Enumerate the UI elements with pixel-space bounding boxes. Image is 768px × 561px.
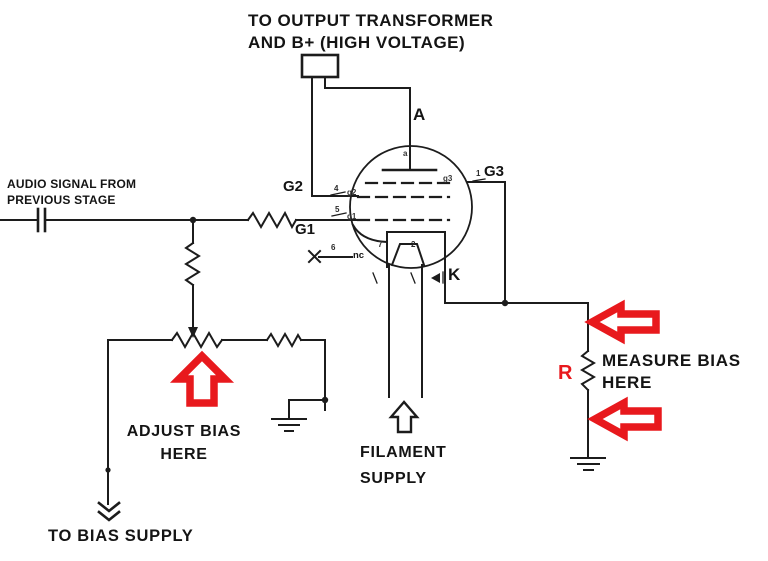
- grid-leak-resistor-symbol: [184, 219, 201, 328]
- pin-number-nc: 6: [331, 243, 336, 252]
- nc-pin: [307, 249, 353, 264]
- measure-bias-line2: HERE: [602, 373, 653, 392]
- measure-bias-label: MEASURE BIAS HERE: [602, 350, 741, 394]
- anode-feed-wire: [324, 76, 411, 171]
- header-label: TO OUTPUT TRANSFORMER AND B+ (HIGH VOLTA…: [248, 10, 493, 54]
- suppressor-grid-label: G3: [484, 163, 505, 180]
- filament-line1: FILAMENT: [360, 444, 447, 461]
- pin-number-g2: 4: [334, 184, 339, 193]
- cathode-pin-tick: [431, 273, 440, 283]
- inner-g1-label: g1: [347, 212, 357, 221]
- ground-symbol-left: [271, 399, 326, 432]
- control-grid-label: G1: [295, 221, 316, 238]
- red-up-arrow-icon: [169, 350, 235, 407]
- junction-dot: [189, 216, 197, 224]
- filament-supply-label: FILAMENT SUPPLY: [360, 440, 446, 492]
- potentiometer-symbol: [107, 330, 268, 350]
- cathode-wire: [444, 302, 589, 352]
- anode-label: A: [413, 105, 426, 124]
- pin-number-heater-right: 2: [411, 240, 416, 249]
- pin-number-heater-left: 7: [378, 240, 383, 249]
- cathode-label: K: [448, 265, 461, 284]
- bias-resistor-label: R: [558, 362, 573, 384]
- ground-symbol-right: [570, 457, 606, 471]
- screen-grid-label: G2: [283, 178, 304, 195]
- pin-number-g1: 5: [335, 205, 340, 214]
- header-line1: TO OUTPUT TRANSFORMER: [248, 11, 494, 30]
- b-plus-terminal: [300, 53, 340, 79]
- to-bias-supply-label: TO BIAS SUPPLY: [48, 527, 194, 545]
- adjust-bias-label: ADJUST BIAS HERE: [113, 420, 255, 466]
- input-line2: PREVIOUS STAGE: [7, 193, 116, 207]
- red-left-arrow-top-icon: [584, 299, 660, 345]
- input-line1: AUDIO SIGNAL FROM: [7, 177, 137, 191]
- junction-dot: [321, 396, 329, 404]
- header-line2: AND B+ (HIGH VOLTAGE): [248, 33, 466, 52]
- adjust-bias-line1: ADJUST BIAS: [126, 423, 242, 440]
- nc-label: nc: [353, 250, 365, 261]
- measure-bias-line1: MEASURE BIAS: [602, 351, 741, 370]
- adjust-bias-line2: HERE: [160, 446, 208, 463]
- inner-g3-label: g3: [443, 174, 453, 183]
- red-left-arrow-bottom-icon: [587, 396, 662, 442]
- cathode-resistor-symbol: [580, 349, 596, 459]
- junction-dot: [501, 299, 509, 307]
- capacitor-symbol: [36, 207, 47, 233]
- inner-anode-label: a: [403, 149, 408, 158]
- inner-g2-label: g2: [347, 188, 357, 197]
- g3-wire: [467, 181, 506, 304]
- junction-dot: [105, 467, 111, 473]
- nc-x-icon: [307, 249, 322, 264]
- black-up-arrow-icon: [388, 400, 420, 434]
- screen-feed-wire: [311, 76, 359, 197]
- series-resistor-symbol: [265, 332, 326, 411]
- grid-resistor-symbol: [246, 210, 359, 230]
- filament-line2: SUPPLY: [360, 470, 427, 487]
- input-signal-label: AUDIO SIGNAL FROM PREVIOUS STAGE: [7, 176, 136, 208]
- down-chevrons-icon: [97, 501, 121, 522]
- tube-symbol: [330, 145, 486, 398]
- pin-number-g3: 1: [476, 169, 481, 178]
